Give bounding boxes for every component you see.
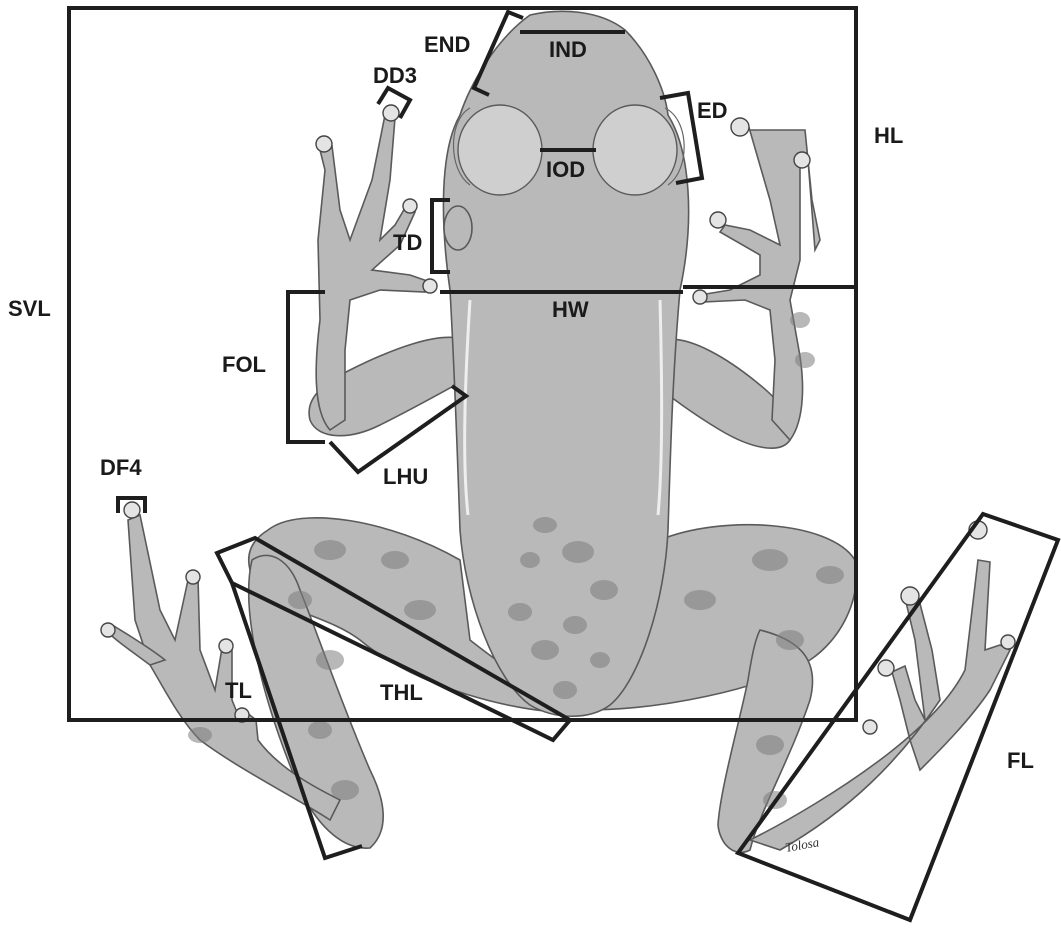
left-eye xyxy=(458,105,542,195)
label-fl: FL xyxy=(1007,748,1034,773)
label-thl: THL xyxy=(380,680,423,705)
right-upper-arm xyxy=(660,339,791,448)
label-fol: FOL xyxy=(222,352,266,377)
label-end: END xyxy=(424,32,470,57)
label-ind: IND xyxy=(549,37,587,62)
label-hw: HW xyxy=(552,297,589,322)
label-ed: ED xyxy=(697,98,728,123)
label-tl: TL xyxy=(225,678,252,703)
label-lhu: LHU xyxy=(383,464,428,489)
tympanum xyxy=(444,206,472,250)
label-svl: SVL xyxy=(8,296,51,321)
right-eye xyxy=(593,105,677,195)
label-dd3: DD3 xyxy=(373,63,417,88)
label-td: TD xyxy=(393,230,422,255)
label-hl: HL xyxy=(874,123,903,148)
label-iod: IOD xyxy=(546,157,585,182)
label-df4: DF4 xyxy=(100,455,142,480)
